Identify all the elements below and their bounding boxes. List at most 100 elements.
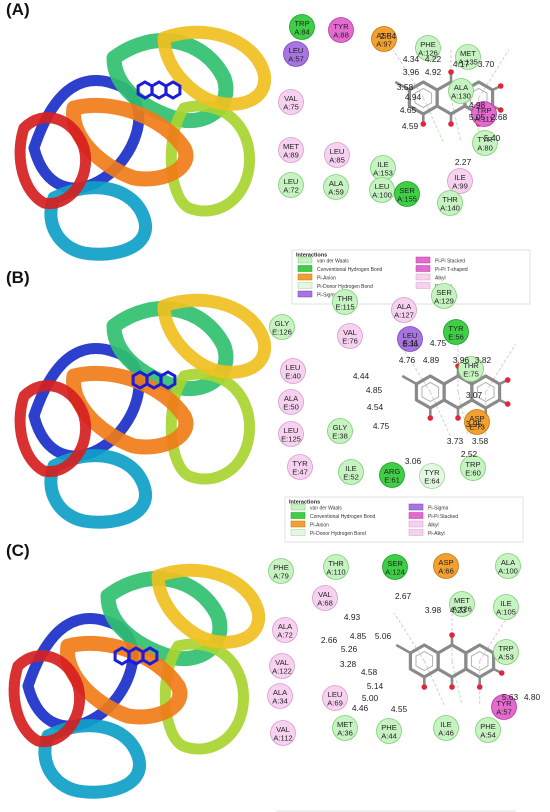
residue-name: LEU	[375, 182, 390, 191]
ligand-ring-inner	[421, 381, 440, 403]
residue-name: ARG	[384, 467, 401, 476]
distance-label: 2.54	[380, 31, 397, 41]
residue-id: A:36	[337, 729, 353, 738]
residue-name: MET	[460, 49, 476, 58]
residue-name: PHE	[420, 40, 436, 49]
distance-label: 4.98	[469, 100, 486, 110]
residue-disc	[269, 653, 295, 679]
legend-swatch	[408, 512, 424, 519]
residue-name: LEU	[330, 147, 345, 156]
residue-disc	[460, 455, 486, 481]
legend-swatch	[408, 529, 424, 536]
residue-id: A:79	[273, 572, 289, 581]
distance-label: 4.89	[423, 355, 440, 365]
residue-id: A:88	[333, 31, 349, 40]
residue-id: A:111	[475, 115, 494, 124]
residue-name: ALA	[329, 179, 344, 188]
residue-id: A:124	[385, 568, 405, 577]
interaction-line	[399, 343, 431, 393]
residue-id: A:57	[496, 708, 512, 717]
residue-id: A:100	[372, 191, 392, 200]
distance-label: 5.00	[362, 693, 379, 703]
residue-name: SER	[399, 186, 415, 195]
residue-disc	[491, 694, 517, 720]
residue-disc	[449, 591, 475, 617]
residue-disc	[464, 409, 490, 435]
distance-label: 4.65	[400, 105, 417, 115]
bound-ligand	[136, 80, 182, 100]
distance-label: 5.11	[403, 338, 419, 348]
interaction-line	[422, 97, 444, 143]
residue-id: E:52	[343, 473, 359, 482]
panel-label: (A)	[6, 0, 30, 19]
oxygen-atom	[449, 632, 455, 638]
distance-label: 5.14	[367, 681, 384, 691]
protein-ribbon	[8, 650, 85, 747]
residue-id: E:56	[448, 333, 464, 342]
residue-disc	[493, 594, 519, 620]
distance-label: 3.58	[472, 436, 489, 446]
residue-id: A:89	[283, 151, 299, 160]
residue-disc	[437, 190, 463, 216]
residue-id: A:72	[277, 631, 293, 640]
legend-label: Pi-Donor Hydrogen Bond	[310, 531, 366, 537]
residue-name: THR	[328, 559, 344, 568]
residue-disc	[448, 78, 474, 104]
residue-name: ILE	[377, 160, 388, 169]
distance-label: 4.22	[425, 54, 442, 64]
residue-id: A:57	[288, 55, 304, 64]
protein-ribbon	[38, 719, 147, 799]
residue-id: A:140	[440, 204, 460, 213]
distance-label: 3.58	[397, 82, 414, 92]
oxygen-atom	[448, 69, 454, 75]
residue-disc	[278, 172, 304, 198]
residue-name: TRP	[476, 106, 491, 115]
residue-id: A:153	[373, 169, 393, 178]
legend-swatch	[415, 265, 431, 272]
residue-name: GLY	[275, 319, 290, 328]
protein-ribbon	[44, 449, 153, 529]
legend-swatch	[415, 282, 431, 289]
residue-disc	[376, 718, 402, 744]
legend-swatch	[408, 520, 424, 528]
distance-label: 5.63	[502, 692, 519, 702]
residue-id: A:112	[273, 734, 292, 743]
distance-label: 4.93	[344, 612, 361, 622]
residue-name: TYR	[448, 324, 464, 333]
oxygen-atom	[497, 83, 504, 89]
legend-label: Pi-Sigma	[428, 506, 449, 512]
ligand-ring	[164, 80, 182, 100]
legend-swatch	[290, 520, 306, 528]
protein-ribbon	[157, 293, 272, 379]
residue-id: A:84	[294, 28, 310, 37]
residue-id: E:73	[469, 423, 485, 432]
residue-name: THR	[337, 294, 353, 303]
residue-id: A:54	[480, 731, 496, 740]
residue-name: TYR	[496, 699, 512, 708]
residue-name: ALA	[501, 558, 516, 567]
residue-disc	[289, 14, 315, 40]
legend-label: Pi-Anion	[317, 276, 336, 282]
residue-disc	[278, 137, 304, 163]
interaction-line	[485, 343, 517, 393]
residue-name: TYR	[292, 459, 308, 468]
residue-disc	[323, 174, 349, 200]
residue-id: E:36	[402, 340, 418, 349]
